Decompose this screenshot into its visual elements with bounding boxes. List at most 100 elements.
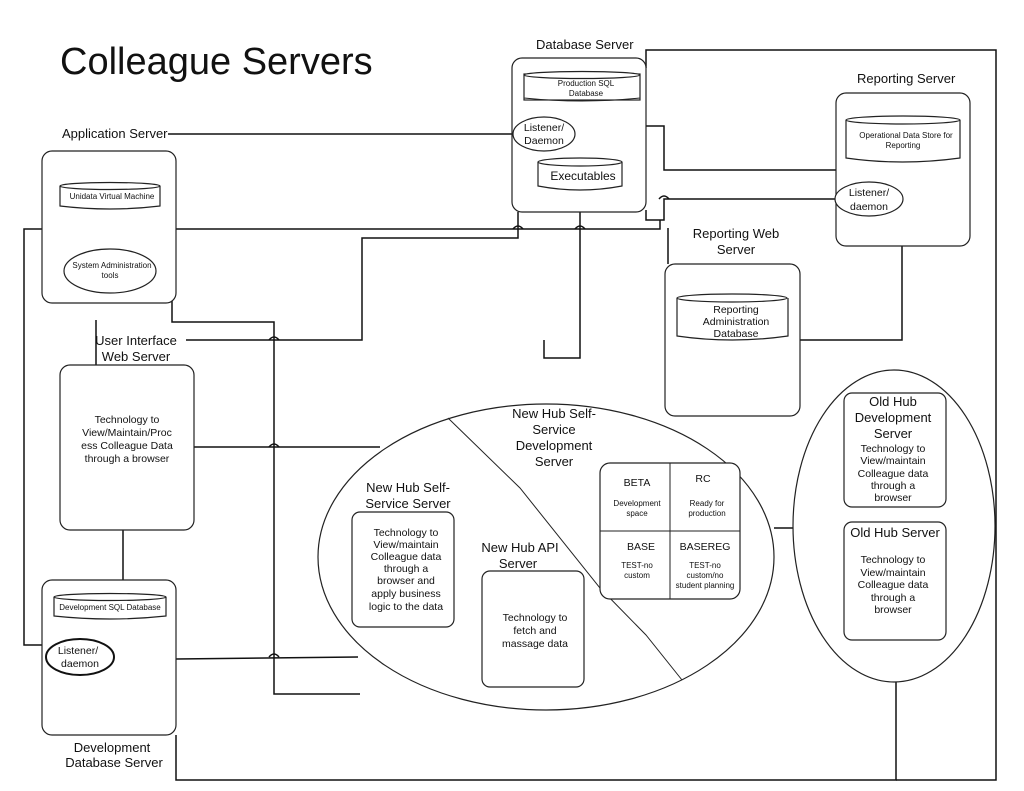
- nh-dev-label-line4: Server: [535, 454, 574, 469]
- dev-listener-line1: Listener/: [58, 645, 98, 657]
- database-server: Database Server Production SQL Database …: [511, 37, 647, 213]
- application-server: Application Server Unidata Virtual Machi…: [41, 126, 177, 304]
- nh-ss-text-line6: apply business: [371, 588, 440, 600]
- ui-web-label-line2: Web Server: [102, 349, 171, 364]
- database-server-label: Database Server: [536, 37, 634, 52]
- ui-text-line3: ess Colleague Data: [81, 440, 173, 452]
- env-beta-desc2: space: [626, 509, 648, 518]
- page-title: Colleague Servers: [60, 41, 373, 83]
- env-basereg-desc1: TEST-no: [689, 561, 721, 570]
- env-basereg-name: BASEREG: [680, 541, 731, 553]
- dev-listener-daemon: Listener/ daemon: [45, 638, 115, 676]
- nh-ss-text-line5: browser and: [377, 575, 435, 587]
- connection-lines: [23, 49, 997, 781]
- executables-label: Executables: [550, 169, 615, 183]
- nh-api-text-line3: massage data: [502, 638, 568, 650]
- env-rc-desc2: production: [688, 509, 725, 518]
- nh-ss-text-line7: logic to the data: [369, 601, 443, 613]
- oh-text-line5: browser: [874, 604, 912, 616]
- env-beta-desc1: Development: [613, 499, 661, 508]
- production-db-line2: Database: [569, 89, 604, 98]
- application-server-label: Application Server: [62, 126, 168, 141]
- oh-dev-label-line2: Development: [855, 410, 932, 425]
- nh-api-label-line2: Server: [499, 556, 538, 571]
- nh-ss-text-line4: through a: [384, 563, 429, 575]
- new-hub-api-server: New Hub API Server Technology to fetch a…: [481, 540, 585, 688]
- reporting-web-label-line2: Server: [717, 242, 756, 257]
- dev-listener-line2: daemon: [61, 658, 99, 670]
- ui-text-line1: Technology to: [95, 414, 160, 426]
- ods-line1: Operational Data Store for: [859, 131, 953, 140]
- oh-label: Old Hub Server: [850, 525, 940, 540]
- rep-admin-db-line3: Database: [714, 328, 759, 340]
- operational-data-store-cylinder: Operational Data Store for Reporting: [845, 115, 961, 163]
- sys-admin-line2: tools: [102, 271, 119, 280]
- unidata-vm-cylinder: Unidata Virtual Machine: [59, 181, 161, 210]
- old-hub-development-server: Old Hub Development Server Technology to…: [843, 392, 947, 508]
- env-basereg-desc3: student planning: [676, 581, 735, 590]
- nh-ss-text-line3: Colleague data: [371, 551, 442, 563]
- new-hub-dev-environments-grid: BETA Development space RC Ready for prod…: [599, 462, 741, 600]
- reporting-web-server: Reporting Web Server Reporting Administr…: [664, 226, 801, 417]
- rep-admin-db-line2: Administration: [703, 316, 770, 328]
- ods-line2: Reporting: [886, 141, 921, 150]
- env-base-desc1: TEST-no: [621, 561, 653, 570]
- unidata-label: Unidata Virtual Machine: [70, 192, 155, 201]
- rep-listener-line1: Listener/: [849, 187, 889, 199]
- env-beta-name: BETA: [624, 477, 651, 489]
- nh-ss-label-line1: New Hub Self-: [366, 480, 450, 495]
- new-hub-self-service-server: New Hub Self- Service Server Technology …: [351, 480, 455, 628]
- oh-text-line4: through a: [871, 592, 916, 604]
- ui-text-line4: through a browser: [85, 453, 170, 465]
- env-rc-name: RC: [695, 473, 711, 485]
- nh-ss-text-line1: Technology to: [374, 527, 439, 539]
- nh-dev-label-line1: New Hub Self-: [512, 406, 596, 421]
- oh-dev-text-line5: browser: [874, 492, 912, 504]
- ui-web-server: User Interface Web Server Technology to …: [59, 333, 195, 531]
- reporting-web-label-line1: Reporting Web: [693, 226, 779, 241]
- nh-api-text-line2: fetch and: [513, 625, 556, 637]
- ui-text-line2: View/Maintain/Proc: [82, 427, 172, 439]
- ui-web-server-box: [59, 364, 195, 531]
- production-sql-database-cylinder: Production SQL Database: [523, 70, 641, 102]
- db-listener-line2: Daemon: [524, 135, 564, 147]
- old-hub-group: Old Hub Development Server Technology to…: [792, 369, 996, 683]
- nh-api-text-line1: Technology to: [503, 612, 568, 624]
- system-admin-tools: System Administration tools: [63, 248, 157, 294]
- dev-db-label: Development SQL Database: [59, 603, 161, 612]
- oh-text-line3: Colleague data: [858, 579, 929, 591]
- dev-db-server-label-line2: Database Server: [65, 755, 163, 770]
- ui-web-label-line1: User Interface: [95, 333, 177, 348]
- oh-dev-text-line3: Colleague data: [858, 468, 929, 480]
- oh-text-line1: Technology to: [861, 554, 926, 566]
- production-db-line1: Production SQL: [558, 79, 615, 88]
- development-sql-database-cylinder: Development SQL Database: [53, 592, 167, 620]
- old-hub-server: Old Hub Server Technology to View/mainta…: [843, 521, 947, 641]
- env-basereg-desc2: custom/no: [687, 571, 724, 580]
- oh-dev-text-line4: through a: [871, 480, 916, 492]
- development-database-server: Development SQL Database Listener/ daemo…: [41, 579, 177, 770]
- rep-admin-db-line1: Reporting: [713, 304, 759, 316]
- env-base-name: BASE: [627, 541, 655, 553]
- sys-admin-line1: System Administration: [72, 261, 151, 270]
- reporting-server: Reporting Server Operational Data Store …: [834, 71, 971, 247]
- oh-dev-text-line1: Technology to: [861, 443, 926, 455]
- reporting-listener-daemon: Listener/ daemon: [834, 181, 904, 217]
- rep-listener-line2: daemon: [850, 201, 888, 213]
- oh-dev-label-line1: Old Hub: [869, 394, 917, 409]
- env-base-desc2: custom: [624, 571, 650, 580]
- executables-cylinder: Executables: [537, 157, 623, 191]
- reporting-server-label: Reporting Server: [857, 71, 956, 86]
- oh-text-line2: View/maintain: [860, 567, 925, 579]
- dev-db-server-label-line1: Development: [74, 740, 151, 755]
- nh-api-label-line1: New Hub API: [481, 540, 558, 555]
- env-rc-desc1: Ready for: [690, 499, 725, 508]
- oh-dev-text-line2: View/maintain: [860, 455, 925, 467]
- nh-ss-label-line2: Service Server: [365, 496, 451, 511]
- nh-ss-text-line2: View/maintain: [373, 539, 438, 551]
- db-listener-line1: Listener/: [524, 122, 564, 134]
- oh-dev-label-line3: Server: [874, 426, 913, 441]
- new-hub-group: New Hub Self- Service Development Server…: [317, 403, 775, 711]
- nh-dev-label-line3: Development: [516, 438, 593, 453]
